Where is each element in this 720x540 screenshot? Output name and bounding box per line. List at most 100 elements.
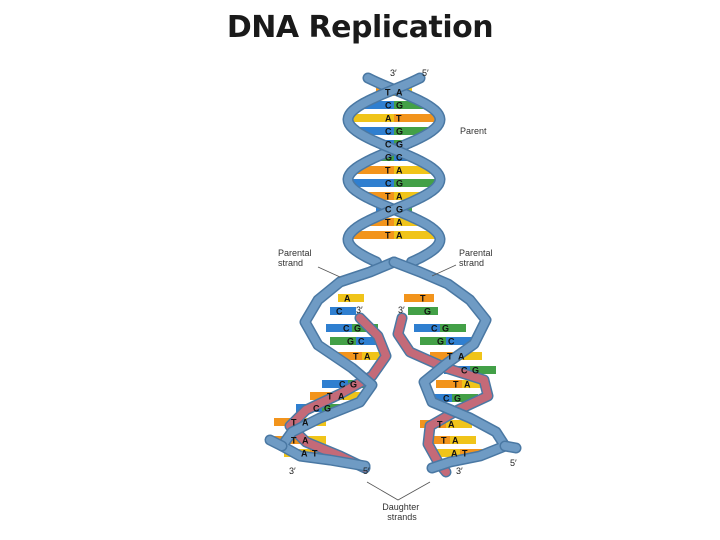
- parent-base-left: [348, 179, 394, 187]
- left-daughter-base-letter: G: [354, 324, 361, 334]
- parent-base-right: [394, 114, 440, 122]
- parent-base-right: [394, 231, 439, 239]
- end-label-bottom-left-5: 5′: [363, 466, 370, 476]
- left-daughter-base-letter: G: [324, 404, 331, 414]
- left-daughter-base-letter: G: [347, 337, 354, 347]
- right-daughter-base-letter: A: [464, 380, 471, 390]
- parent-base-letter: C: [396, 153, 403, 163]
- right-daughter-base: [420, 337, 446, 345]
- fork-left-base: [338, 294, 364, 302]
- parent-base-letter: T: [385, 166, 391, 176]
- left-daughter-base-letter: T: [327, 392, 333, 402]
- parental-strand-right-leader: [431, 264, 457, 277]
- parent-base-right: [394, 179, 440, 187]
- right-daughter-base-letter: T: [447, 352, 453, 362]
- right-daughter-base: [452, 394, 478, 402]
- parent-strand-a: [344, 74, 444, 266]
- parent-base-letter: C: [385, 179, 392, 189]
- parent-base-left: [356, 127, 394, 135]
- left-daughter-base: [322, 380, 348, 388]
- left-daughter-base-letter: C: [343, 324, 350, 334]
- parent-base-left: [360, 101, 394, 109]
- end-label-top-5: 5′: [422, 68, 429, 78]
- right-daughter-base-letter: C: [443, 394, 450, 404]
- right-daughter-base: [462, 380, 488, 388]
- right-daughter-base-letter: G: [442, 324, 449, 334]
- right-daughter-base: [414, 324, 440, 332]
- left-daughter-base: [330, 337, 356, 345]
- left-daughter-base: [356, 337, 382, 345]
- parent-base-letter: T: [385, 218, 391, 228]
- parent-base-letter: A: [396, 192, 403, 202]
- right-daughter-base-letter: A: [448, 420, 455, 430]
- right-daughter-base: [456, 352, 482, 360]
- right-daughter-base: [446, 337, 472, 345]
- parent-base-letter: G: [396, 205, 403, 215]
- parent-base-right: [394, 101, 428, 109]
- left-daughter-base-letter: A: [364, 352, 371, 362]
- parent-base-left: [353, 166, 394, 174]
- parent-strand-b: [344, 74, 444, 266]
- left-daughter-base-letter: T: [353, 352, 359, 362]
- parent-label: Parent: [460, 126, 487, 136]
- parental-strand-right-label: Parental strand: [459, 248, 495, 268]
- left-daughter-strand: [286, 314, 390, 472]
- parent-base-letter: G: [385, 153, 392, 163]
- right-daughter-base: [426, 394, 452, 402]
- parent-base-letter: A: [396, 166, 403, 176]
- parent-base-letter: G: [396, 179, 403, 189]
- left-daughter-base-letter: A: [302, 418, 309, 428]
- left-daughter-base-letter: T: [312, 449, 318, 459]
- right-daughter-base: [436, 380, 462, 388]
- fork-right-base: [404, 294, 434, 302]
- parent-base-letter: T: [385, 192, 391, 202]
- right-daughter-base-letter: A: [452, 436, 459, 446]
- left-daughter-base: [336, 352, 362, 360]
- right-daughter-base: [430, 352, 456, 360]
- fork-left-base: [330, 307, 356, 315]
- end-label-bottom-right-5: 5′: [510, 458, 517, 468]
- left-daughter-base-letter: G: [350, 380, 357, 390]
- parent-base-letter: C: [385, 205, 392, 215]
- right-daughter-base: [434, 449, 460, 457]
- end-label-bottom-right-3: 3′: [456, 466, 463, 476]
- daughter-strands-leader: [366, 481, 431, 501]
- parent-base-letter: A: [396, 231, 403, 241]
- parent-base-letter: C: [385, 140, 392, 150]
- page-title: DNA Replication: [226, 10, 494, 45]
- parent-base-letter: G: [396, 127, 403, 137]
- end-label-fork-left-3: 3′: [356, 305, 363, 315]
- right-daughter-base: [440, 324, 466, 332]
- right-tail: [501, 442, 520, 452]
- right-daughter-base-letter: C: [448, 337, 455, 347]
- left-daughter-base: [336, 392, 362, 400]
- right-daughter-strand: [394, 314, 492, 476]
- left-daughter-base-letter: T: [291, 418, 297, 428]
- parent-base-letter: A: [385, 114, 392, 124]
- right-daughter-base: [470, 366, 496, 374]
- right-daughter-base-letter: T: [462, 449, 468, 459]
- parent-base-letter: C: [385, 101, 392, 111]
- end-label-bottom-left-3: 3′: [289, 466, 296, 476]
- right-daughter-base: [424, 436, 450, 444]
- fork-right-base-letter: G: [424, 307, 431, 317]
- parent-base-letter: T: [385, 231, 391, 241]
- parent-base-right: [394, 192, 424, 200]
- right-daughter-base-letter: C: [431, 324, 438, 334]
- right-daughter-base-letter: A: [458, 352, 465, 362]
- right-daughter-base-letter: G: [454, 394, 461, 404]
- left-tail: [266, 436, 286, 450]
- parent-base-right: [394, 166, 435, 174]
- parent-base-left: [364, 192, 394, 200]
- parent-base-left: [348, 114, 394, 122]
- fork-right-base: [408, 307, 438, 315]
- left-daughter-base-letter: T: [291, 436, 297, 446]
- left-daughter-base: [362, 352, 388, 360]
- right-daughter-base-letter: T: [453, 380, 459, 390]
- right-daughter-base-letter: C: [461, 366, 468, 376]
- parent-base-letter: C: [385, 127, 392, 137]
- parent-base-left: [349, 231, 394, 239]
- parental-strand-left-label: Parental strand: [278, 248, 314, 268]
